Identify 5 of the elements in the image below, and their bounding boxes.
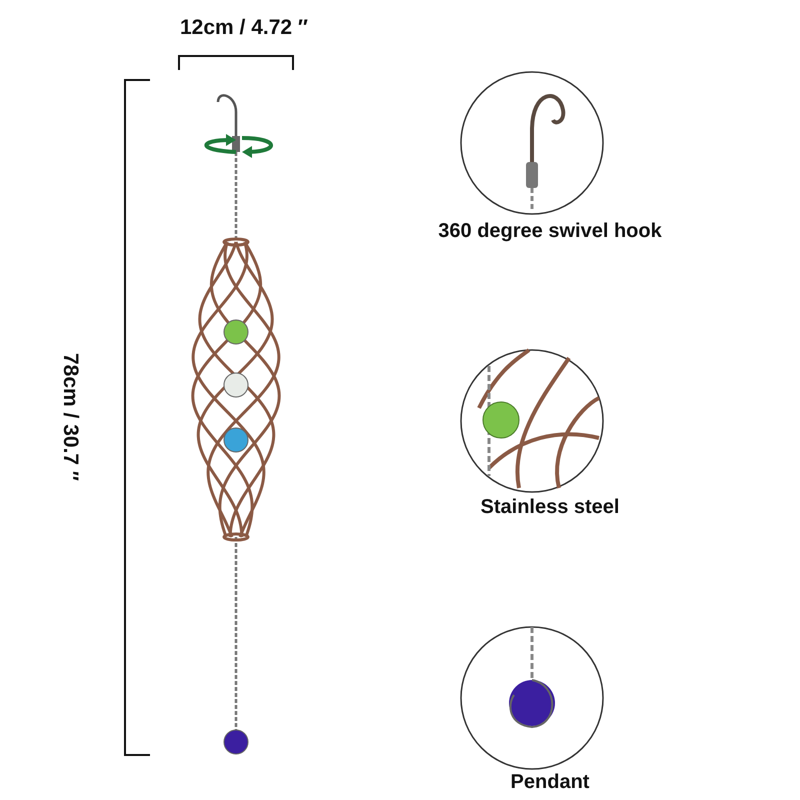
node-label: Pendant — [510, 771, 590, 794]
dimension-label: 78cm / 30.7 ″ — [58, 353, 82, 481]
dimension-label: 12cm / 4.72 ″ — [180, 16, 308, 40]
node-label: Stainless steel — [480, 496, 620, 519]
node-label: 360 degree swivel hook — [437, 220, 663, 243]
